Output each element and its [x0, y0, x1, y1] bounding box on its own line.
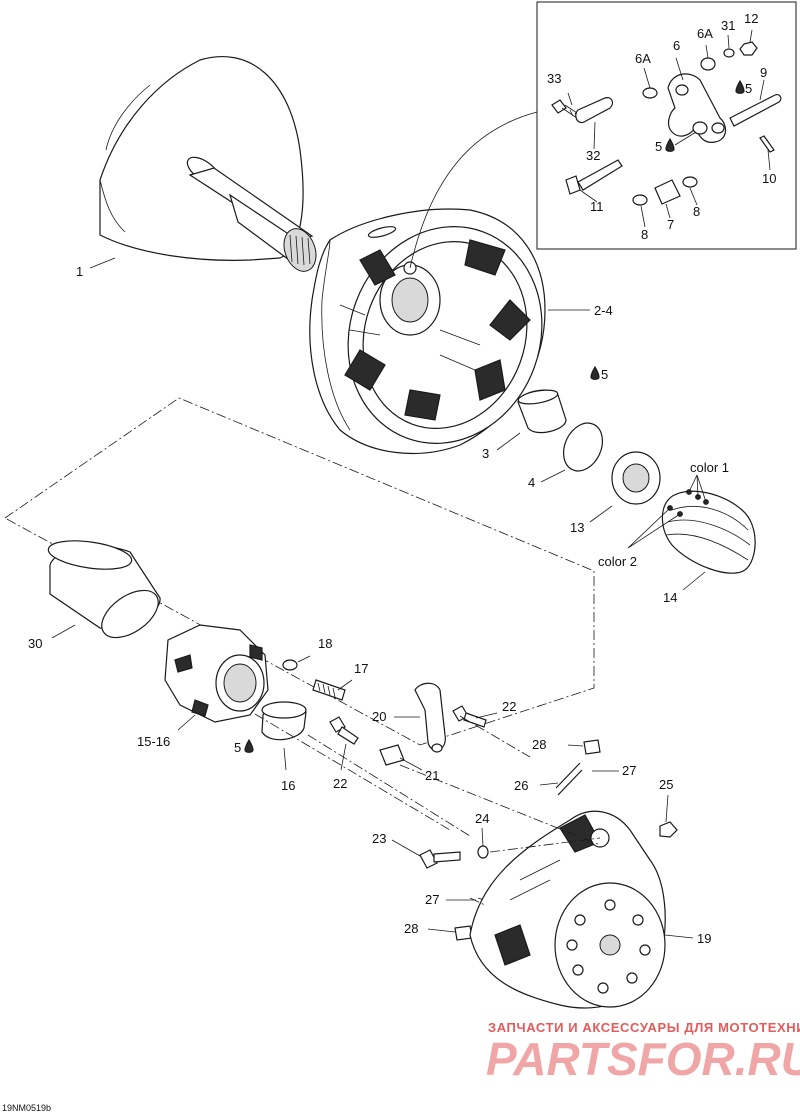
label-28-left: 28	[404, 921, 418, 936]
inset-frame	[536, 1, 797, 250]
label-10: 10	[762, 171, 776, 186]
assembly-lines	[254, 713, 601, 906]
label-6: 6	[673, 38, 680, 53]
label-1: 1	[76, 264, 83, 279]
part-30-cylinder	[47, 540, 161, 639]
oil-drop-icon	[590, 365, 600, 380]
label-color-1: color 1	[690, 460, 729, 475]
label-4: 4	[528, 475, 535, 490]
label-16: 16	[281, 778, 295, 793]
parts-23-28	[419, 739, 678, 941]
part-16-bushing	[261, 701, 307, 741]
label-3: 3	[482, 446, 489, 461]
label-30: 30	[28, 636, 42, 651]
part-19-housing	[469, 810, 666, 1009]
label-19: 19	[697, 931, 711, 946]
label-8-bottom: 8	[641, 227, 648, 242]
watermark-subtitle: ЗАПЧАСТИ И АКСЕССУАРЫ ДЛЯ МОТОТЕХНИКИ	[488, 1020, 800, 1035]
label-5-bushing: 5	[234, 740, 241, 755]
label-14: 14	[663, 590, 677, 605]
label-6a-left: 6A	[635, 51, 651, 66]
label-11: 11	[590, 199, 604, 214]
label-17: 17	[354, 661, 368, 676]
label-25: 25	[659, 777, 673, 792]
label-15-16: 15-16	[137, 734, 170, 749]
label-26: 26	[514, 778, 528, 793]
label-20: 20	[372, 709, 386, 724]
oil-drop-icon	[735, 79, 745, 94]
diagram-code: 19NM0519b	[2, 1103, 51, 1113]
label-18: 18	[318, 636, 332, 651]
spring-group	[517, 389, 756, 574]
label-2-4: 2-4	[594, 303, 613, 318]
label-7: 7	[667, 217, 674, 232]
label-9: 9	[760, 65, 767, 80]
label-27-left: 27	[425, 892, 439, 907]
label-21: 21	[425, 768, 439, 783]
part-2-4-housing	[309, 111, 546, 454]
label-5-inset: 5	[655, 139, 662, 154]
oil-drop-icon	[244, 738, 254, 753]
part-15-16-spider	[164, 624, 269, 723]
part-1-sheave	[99, 55, 317, 272]
label-31: 31	[721, 18, 735, 33]
label-23: 23	[372, 831, 386, 846]
label-5-spring: 5	[601, 367, 608, 382]
label-33: 33	[547, 71, 561, 86]
watermark-brand: PARTSFOR.RU	[486, 1033, 800, 1085]
inset-parts	[551, 41, 782, 206]
oil-drop-icon	[665, 137, 675, 152]
label-27-right: 27	[622, 763, 636, 778]
label-22-bottom: 22	[333, 776, 347, 791]
label-24: 24	[475, 811, 489, 826]
label-5-lever: 5	[745, 81, 752, 96]
label-32: 32	[586, 148, 600, 163]
parts-17-18	[282, 659, 346, 701]
label-8-right: 8	[693, 204, 700, 219]
label-28-top: 28	[532, 737, 546, 752]
assembly-outline	[4, 397, 595, 746]
label-13: 13	[570, 520, 584, 535]
label-12: 12	[744, 11, 758, 26]
label-22-right: 22	[502, 699, 516, 714]
label-color-2: color 2	[598, 554, 637, 569]
parts-20-21-22	[329, 682, 487, 766]
label-6a-right: 6A	[697, 26, 713, 41]
leader-lines	[51, 29, 771, 939]
